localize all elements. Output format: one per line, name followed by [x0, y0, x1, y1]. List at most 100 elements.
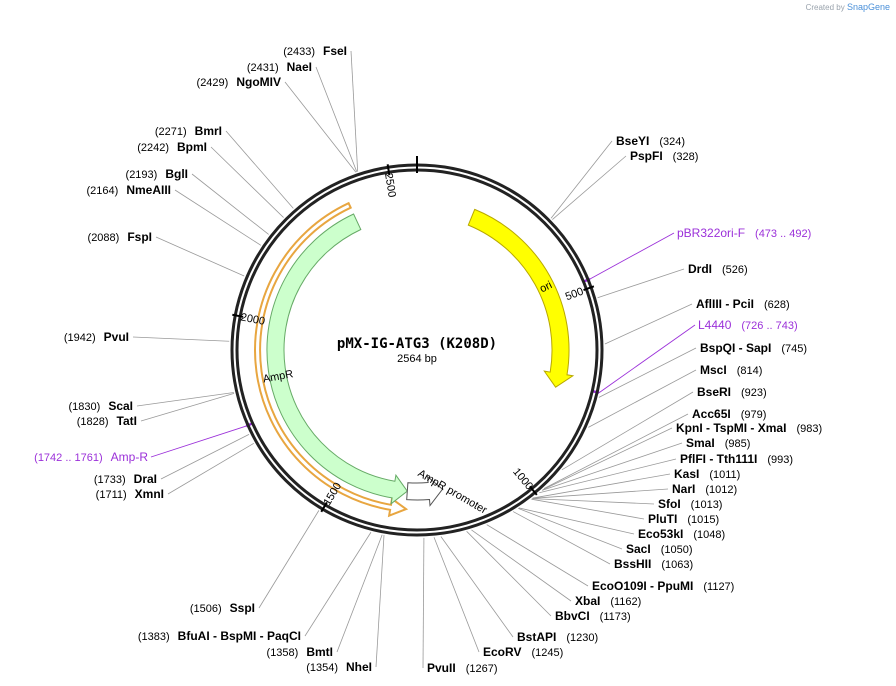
restriction-site-label: (1830)ScaI — [69, 399, 133, 413]
site-position: (2193) — [126, 169, 158, 181]
site-name: Eco53kI — [638, 527, 683, 541]
site-position: (745) — [781, 343, 807, 355]
restriction-site-label: BbvCI (1173) — [555, 609, 631, 623]
site-name: PvuII — [427, 661, 456, 675]
restriction-site-label: (2088)FspI — [88, 230, 152, 244]
site-leader-line — [541, 442, 683, 491]
site-position: (2242) — [137, 142, 169, 154]
restriction-site-label: DrdI(526) — [688, 262, 748, 276]
restriction-site-label: BspQI - SapI(745) — [700, 341, 807, 355]
site-name: PflFI - Tth111I — [680, 452, 757, 466]
site-leader-line — [191, 173, 269, 235]
site-position: (1506) — [190, 603, 222, 615]
restriction-site-label: (2164) NmeAIII — [87, 183, 171, 197]
site-name: BseYI — [616, 134, 649, 148]
tick-mark — [529, 485, 538, 496]
site-leader-line — [543, 413, 689, 489]
site-leader-line — [422, 537, 425, 669]
site-leader-line — [375, 535, 385, 668]
site-position: (1015) — [687, 514, 719, 526]
site-name: BfuAI - BspMI - PaqCI — [178, 629, 301, 643]
site-position: (1267) — [466, 663, 498, 675]
tick-mark — [583, 285, 595, 291]
site-leader-line — [433, 537, 480, 653]
primer-name: L4440 — [698, 318, 732, 332]
site-name: XmnI — [135, 487, 164, 501]
primer-range: (726 .. 743) — [741, 320, 797, 332]
restriction-site-label: (1733) DraI — [94, 472, 157, 486]
tick-label: 2000 — [240, 311, 266, 327]
site-position: (328) — [673, 151, 699, 163]
restriction-site-label: AflIII - PciI(628) — [696, 297, 790, 311]
site-name: DrdI — [688, 262, 712, 276]
site-leader-line — [532, 473, 671, 499]
site-name: BstAPI — [517, 630, 556, 644]
restriction-site-label: (1828)TatI — [77, 414, 137, 428]
site-name: BbvCI — [555, 609, 590, 623]
site-name: BssHII — [614, 557, 651, 571]
tick-label: 2500 — [382, 172, 398, 198]
restriction-site-label: (1711) XmnI — [96, 487, 164, 501]
site-leader-line — [561, 391, 694, 471]
site-name: EcoRV — [483, 645, 521, 659]
site-position: (2164) — [87, 185, 119, 197]
site-position: (324) — [659, 136, 685, 148]
site-position: (1173) — [600, 611, 631, 623]
plasmid-name: pMX-IG-ATG3 (K208D) — [337, 336, 497, 352]
site-position: (1733) — [94, 474, 126, 486]
site-position: (1013) — [691, 499, 723, 511]
restriction-site-label: (2242)BpmI — [137, 140, 207, 154]
site-leader-line — [167, 442, 255, 495]
site-name: BseRI — [697, 385, 731, 399]
site-leader-line — [440, 536, 514, 638]
primer-range: (1742 .. 1761) — [34, 452, 103, 464]
site-name: AflIII - PciI — [696, 297, 754, 311]
restriction-site-label: (1383) BfuAI - BspMI - PaqCI — [138, 629, 301, 643]
site-name: NarI — [672, 482, 695, 496]
site-name: NmeAIII — [126, 183, 171, 197]
site-leader-line — [174, 189, 262, 246]
site-name: SmaI — [686, 436, 715, 450]
site-position: (1383) — [138, 631, 170, 643]
site-name: KpnI - TspMI - XmaI — [676, 421, 786, 435]
site-name: SfoI — [658, 497, 681, 511]
primer-leader-line — [589, 232, 675, 280]
site-position: (1048) — [693, 529, 725, 541]
restriction-site-label: (1358)BmtI — [267, 645, 333, 659]
site-leader-line — [466, 531, 552, 617]
restriction-site-label: Acc65I(979) — [692, 407, 766, 421]
site-name: BmtI — [306, 645, 333, 659]
tick-mark — [232, 313, 244, 318]
site-leader-line — [132, 336, 230, 342]
site-name: PspFI — [630, 149, 663, 163]
site-position: (1063) — [661, 559, 693, 571]
ampr-feature-label: AmpR — [262, 368, 294, 385]
site-leader-line — [518, 508, 623, 550]
restriction-site-label: PluTI(1015) — [648, 512, 719, 526]
site-leader-line — [532, 498, 655, 505]
restriction-site-label: (1506)SspI — [190, 601, 255, 615]
credit-text: Created by — [805, 3, 845, 12]
site-name: MscI — [700, 363, 727, 377]
site-leader-line — [532, 488, 669, 499]
restriction-site-label: KasI(1011) — [674, 467, 740, 481]
site-position: (1245) — [531, 647, 563, 659]
restriction-site-label: (2271)BmrI — [155, 124, 222, 138]
site-position: (1830) — [69, 401, 101, 413]
site-name: EcoO109I - PpuMI — [592, 579, 693, 593]
site-leader-line — [210, 146, 284, 218]
site-position: (1711) — [96, 489, 127, 501]
primer-label: L4440 (726 .. 743) — [698, 318, 798, 332]
restriction-site-label: KpnI - TspMI - XmaI(983) — [676, 421, 822, 435]
site-position: (1942) — [64, 332, 96, 344]
site-position: (2433) — [283, 46, 315, 58]
site-position: (1354) — [306, 662, 338, 674]
site-name: BmrI — [195, 124, 222, 138]
restriction-site-label: (2431)NaeI — [247, 60, 312, 74]
restriction-site-label: PvuII (1267) — [427, 661, 497, 675]
site-name: FseI — [323, 44, 347, 58]
site-position: (2429) — [197, 77, 229, 89]
site-name: DraI — [134, 472, 157, 486]
site-position: (814) — [737, 365, 763, 377]
site-leader-line — [136, 392, 234, 407]
